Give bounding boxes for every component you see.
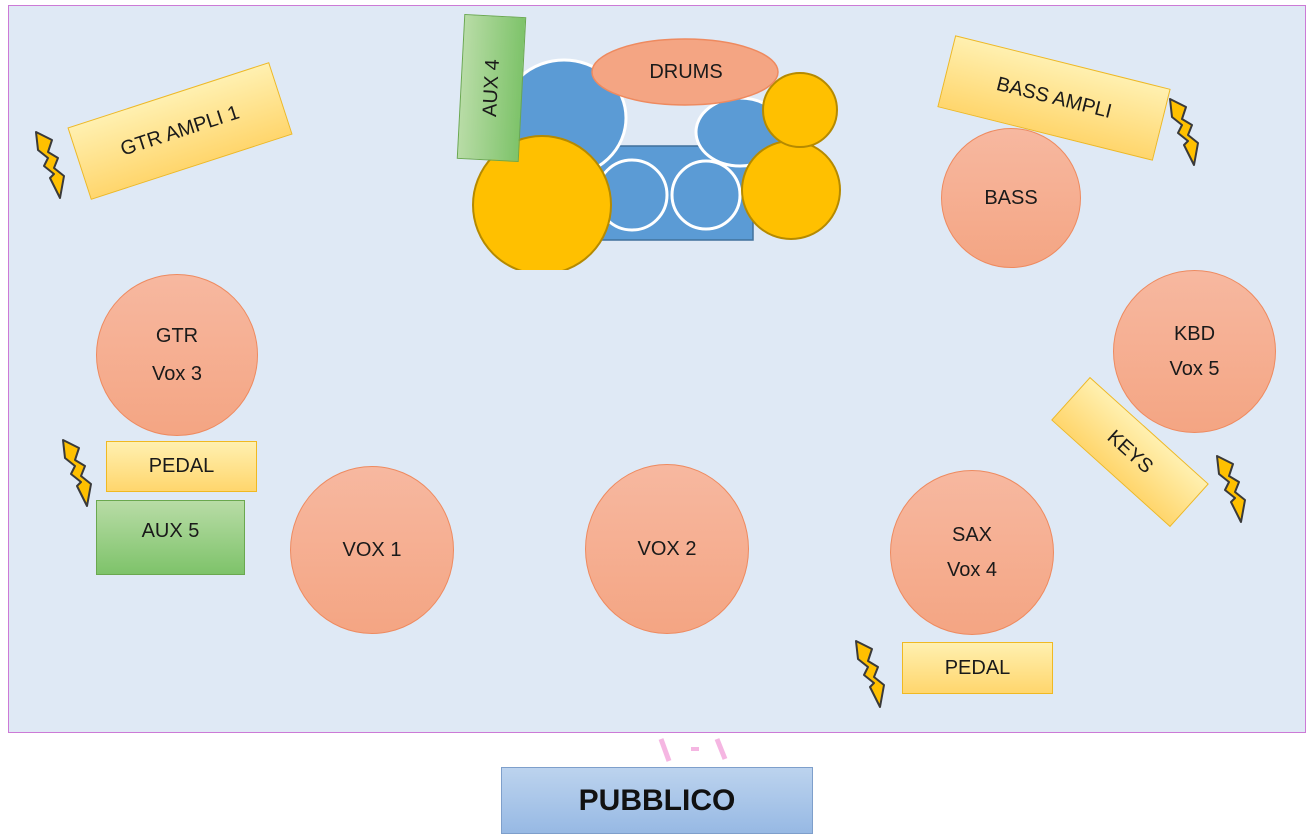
aux4-label: AUX 4 bbox=[478, 58, 504, 118]
pedal-right-box: PEDAL bbox=[902, 642, 1053, 694]
gtr-position: GTR Vox 3 bbox=[96, 274, 258, 436]
cymbal-right bbox=[741, 140, 841, 240]
audience-box: PUBBLICO bbox=[501, 767, 813, 834]
watermark-fragment bbox=[658, 738, 728, 762]
cymbal-left bbox=[472, 135, 612, 270]
hihat bbox=[762, 72, 838, 148]
vox1-label: VOX 1 bbox=[342, 538, 402, 561]
aux4-box: AUX 4 bbox=[456, 13, 527, 163]
audience-label: PUBBLICO bbox=[578, 783, 736, 817]
gtr-ampli-label: GTR AMPLI 1 bbox=[117, 101, 242, 161]
power-bolt-icon bbox=[1169, 98, 1199, 166]
power-bolt-icon bbox=[855, 640, 885, 708]
drum-kit bbox=[472, 38, 841, 270]
kbd-label: KBD bbox=[1173, 322, 1216, 345]
pedal-left-label: PEDAL bbox=[148, 455, 215, 477]
bass-position: BASS bbox=[941, 128, 1081, 268]
power-bolt-icon bbox=[62, 439, 92, 507]
kbd-position: KBD Vox 5 bbox=[1113, 270, 1276, 433]
aux5-label: AUX 5 bbox=[141, 520, 200, 542]
vox3-label: Vox 3 bbox=[151, 363, 203, 385]
drums-shape bbox=[591, 38, 779, 106]
aux5-box: AUX 5 bbox=[96, 500, 245, 575]
bass-ampli-label: BASS AMPLI bbox=[994, 72, 1114, 123]
power-bolt-icon bbox=[1216, 455, 1246, 523]
sax-position: SAX Vox 4 bbox=[890, 470, 1054, 635]
drums-label: DRUMS bbox=[649, 60, 723, 83]
vox1-position: VOX 1 bbox=[290, 466, 454, 634]
gtr-label: GTR bbox=[155, 325, 199, 347]
vox2-position: VOX 2 bbox=[585, 464, 749, 634]
bass-label: BASS bbox=[984, 186, 1038, 209]
vox4-label: Vox 4 bbox=[946, 558, 998, 581]
vox2-label: VOX 2 bbox=[637, 537, 697, 560]
tom-2 bbox=[670, 159, 742, 231]
sax-label: SAX bbox=[951, 523, 993, 546]
power-bolt-icon bbox=[35, 131, 65, 199]
pedal-right-label: PEDAL bbox=[944, 656, 1011, 679]
pedal-left-box: PEDAL bbox=[106, 441, 257, 492]
vox5-label: Vox 5 bbox=[1169, 357, 1220, 380]
